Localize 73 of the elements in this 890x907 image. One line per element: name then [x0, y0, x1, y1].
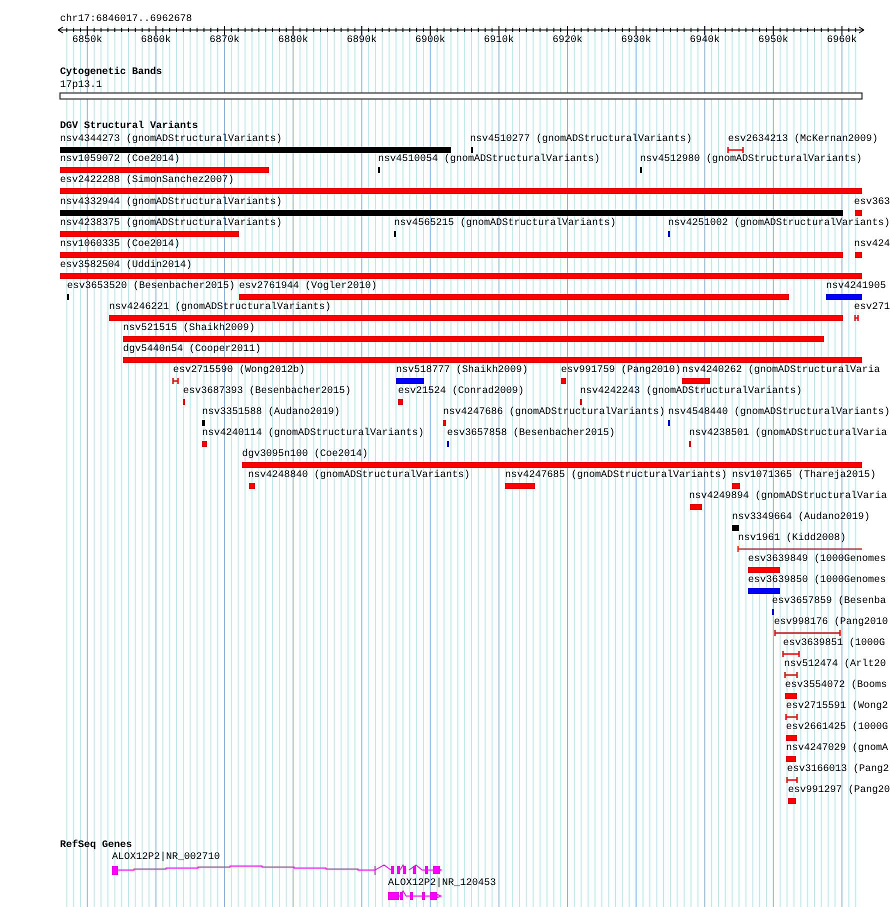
feature-label: esv991297 (Pang20: [788, 785, 890, 797]
feature-label: nsv4512980 (gnomADStructuralVariants): [640, 154, 862, 166]
tick-label: 6850k: [72, 35, 102, 47]
tick-label: 6880k: [278, 35, 308, 47]
feature-label: esv21524 (Conrad2009): [398, 386, 524, 398]
feature-label: nsv4241905: [826, 281, 886, 293]
track-title: Cytogenetic Bands: [60, 67, 162, 79]
feature-label: nsv4248840 (gnomADStructuralVariants): [248, 470, 470, 482]
feature-label: nsv4242243 (gnomADStructuralVariants): [580, 386, 802, 398]
feature-label: nsv1961 (Kidd2008): [738, 533, 846, 545]
feature-label: esv2715590 (Wong2012b): [173, 365, 306, 377]
feature-label: nsv4247685 (gnomADStructuralVariants): [505, 470, 728, 482]
tick-label: 6930k: [621, 35, 652, 47]
feature-label: dgv5440n54 (Cooper2011): [123, 344, 262, 356]
feature-label: esv3687393 (Besenbacher2015): [183, 386, 352, 398]
gene-label: ALOX12P2|NR_120453: [388, 878, 496, 890]
tick-label: 6910k: [484, 35, 514, 47]
tick-label: 6890k: [346, 35, 377, 47]
feature-label: nsv4510054 (gnomADStructuralVariants): [378, 154, 600, 166]
feature-label: esv991759 (Pang2010): [561, 365, 682, 377]
feature-label: nsv3349664 (Audano2019): [732, 512, 870, 524]
feature-label: nsv4251002 (gnomADStructuralVariants): [668, 218, 890, 230]
feature-label: esv2761944 (Vogler2010): [239, 281, 378, 293]
feature-label: nsv4510277 (gnomADStructuralVariants): [470, 134, 692, 146]
feature-label: nsv4238501 (gnomADStructuralVaria: [689, 428, 888, 440]
feature-label: nsv4240114 (gnomADStructuralVariants): [202, 428, 424, 440]
tick-label: 6900k: [415, 35, 446, 47]
feature-label: esv2715591 (Wong2: [786, 701, 888, 713]
track-title: RefSeq Genes: [60, 840, 132, 852]
feature-label: nsv3351588 (Audano2019): [202, 407, 340, 419]
feature-label: esv2661425 (1000G: [786, 722, 888, 734]
feature-label: dgv3095n100 (Coe2014): [242, 449, 368, 461]
coordinate-label: chr17:6846017..6962678: [60, 14, 192, 26]
gene-label: ALOX12P2|NR_002710: [112, 852, 220, 864]
feature-label: nsv518777 (Shaikh2009): [396, 365, 528, 377]
feature-label: esv3639850 (1000Genomes: [748, 575, 886, 587]
feature-label: esv3639851 (1000G: [783, 638, 886, 650]
feature-label: nsv4246221 (gnomADStructuralVariants): [109, 302, 332, 314]
feature-label: nsv1060335 (Coe2014): [60, 239, 180, 251]
track-title: DGV Structural Variants: [60, 121, 198, 133]
tick-label: 6870k: [210, 35, 240, 47]
tick-label: 6860k: [140, 35, 171, 47]
feature-label: nsv4247686 (gnomADStructuralVariants): [443, 407, 666, 419]
feature-label: nsv4247029 (gnomA: [786, 743, 888, 755]
feature-label: nsv521515 (Shaikh2009): [123, 323, 256, 335]
feature-label: nsv512474 (Arlt20: [784, 659, 886, 671]
feature-label: esv3582504 (Uddin2014): [60, 260, 192, 272]
feature-label: esv3657858 (Besenbacher2015): [447, 428, 616, 440]
feature-label: esv3639849 (1000Genomes: [748, 554, 886, 566]
tick-label: 6960k: [826, 35, 857, 47]
feature-label: nsv4240262 (gnomADStructuralVaria: [682, 365, 880, 377]
feature-label: nsv4565215 (gnomADStructuralVariants): [394, 218, 616, 230]
feature-label: nsv4238375 (gnomADStructuralVariants): [60, 218, 282, 230]
feature-label: esv3653520 (Besenbacher2015): [67, 281, 236, 293]
tick-label: 6950k: [758, 35, 788, 47]
feature-label: esv363: [854, 197, 890, 209]
feature-label: esv998176 (Pang2010: [774, 617, 888, 629]
feature-label: esv2422288 (SimonSanchez2007): [60, 175, 234, 187]
feature-label: esv3166013 (Pang2: [787, 764, 890, 776]
feature-label: nsv1071365 (Thareja2015): [732, 470, 876, 482]
feature-label: esv3657859 (Besenba: [772, 596, 886, 608]
feature-label: nsv4249894 (gnomADStructuralVaria: [689, 491, 888, 503]
feature-label: esv271: [854, 302, 890, 314]
feature-label: nsv4332944 (gnomADStructuralVariants): [60, 197, 282, 209]
feature-label: esv2634213 (McKernan2009): [728, 134, 878, 146]
feature-label: nsv1059072 (Coe2014): [60, 154, 180, 166]
band-label: 17p13.1: [60, 80, 102, 92]
tick-label: 6920k: [552, 35, 583, 47]
feature-label: nsv424: [854, 239, 890, 251]
feature-label: nsv4344273 (gnomADStructuralVariants): [60, 134, 282, 146]
tick-label: 6940k: [690, 35, 720, 47]
feature-label: esv3554072 (Booms: [785, 680, 888, 692]
feature-label: nsv4548440 (gnomADStructuralVariants): [668, 407, 890, 419]
